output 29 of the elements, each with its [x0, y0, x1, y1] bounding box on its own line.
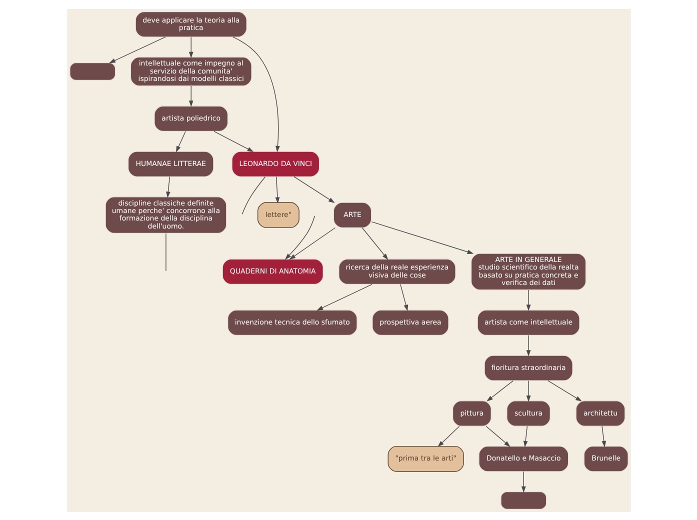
arrow: [547, 380, 582, 401]
node-box: [69, 62, 116, 80]
arrow: [166, 176, 170, 198]
arrow: [361, 226, 388, 260]
arrow: [437, 425, 460, 446]
arrow: [188, 36, 193, 58]
arrow: [188, 85, 193, 106]
arrow: [293, 176, 334, 203]
arrow: [288, 226, 336, 260]
connector: [241, 176, 266, 214]
arrow: [232, 36, 280, 152]
arrow: [284, 215, 315, 260]
arrow: [400, 284, 408, 311]
arrow: [213, 130, 254, 152]
arrow: [526, 334, 530, 356]
connector: [165, 232, 166, 271]
arrow: [601, 425, 606, 447]
arrow: [486, 380, 513, 401]
arrow: [108, 36, 166, 63]
arrow: [520, 470, 526, 492]
arrow: [485, 425, 510, 446]
arrow: [274, 176, 280, 204]
arrow: [522, 425, 528, 447]
arrow: [526, 380, 530, 402]
arrow: [370, 220, 474, 254]
arrow: [175, 130, 186, 152]
node-box: [500, 490, 546, 510]
arrow: [526, 289, 530, 310]
arrow: [316, 283, 372, 310]
